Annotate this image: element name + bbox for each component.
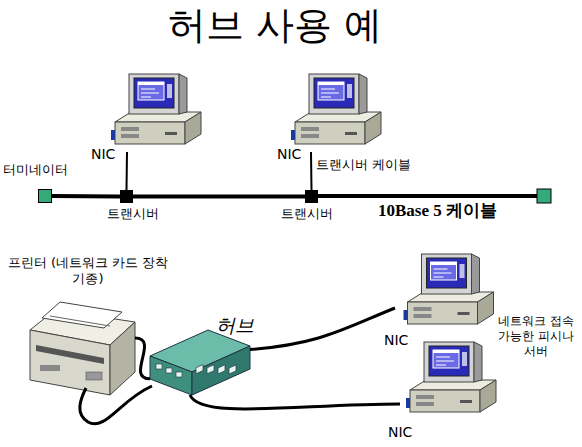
power-cable [80, 386, 152, 424]
transceiver-label: 트랜시버 [107, 206, 159, 222]
pc-node: NIC [105, 72, 205, 152]
pc-label: NIC [384, 332, 408, 350]
pc-illustration [406, 342, 496, 412]
pc-illustration [404, 254, 494, 324]
hub-node: 허브 [150, 330, 250, 395]
terminator-box: 터미네이터 [38, 189, 52, 203]
pc-illustration [291, 74, 381, 144]
cable-line [52, 194, 120, 199]
cable-label: 트랜시버 케이블 [316, 157, 411, 173]
pc-illustration [111, 74, 201, 144]
cable-line [126, 152, 129, 190]
hub-illustration [150, 330, 250, 395]
terminator-symbol [537, 189, 551, 203]
transceiver-box: 트랜시버 [120, 190, 133, 203]
diagram-title: 허브 사용 예 [125, 2, 425, 50]
cable-type-label: 10Base 5 케이블 [378, 200, 497, 221]
printer-illustration [30, 302, 135, 395]
transceiver-label: 트랜시버 [281, 206, 333, 222]
hub-label: 허브 [216, 314, 254, 338]
network-cable [190, 395, 400, 409]
bus-cable [318, 194, 537, 198]
pc-label: NIC [91, 146, 115, 164]
pc-node: NIC [395, 252, 500, 332]
pc-label: NIC [388, 424, 412, 442]
network-cable [135, 338, 150, 379]
cable-line [310, 152, 313, 190]
terminator-label: 터미네이터 [3, 162, 68, 178]
pc-node: NIC [285, 72, 385, 152]
pc-label: NIC [277, 146, 301, 164]
network-cable [250, 308, 395, 350]
printer-label: 프린터 (네트워크 카드 장착기종) [3, 255, 173, 288]
cable-line [133, 195, 305, 199]
printer-node: 프린터 (네트워크 카드 장착기종) [30, 300, 135, 395]
pc-description-label: 네트워크 접속 가능한 피시나 서버 [494, 314, 578, 359]
transceiver-box: 트랜시버 [305, 190, 318, 203]
pc-node: NIC [400, 340, 500, 420]
